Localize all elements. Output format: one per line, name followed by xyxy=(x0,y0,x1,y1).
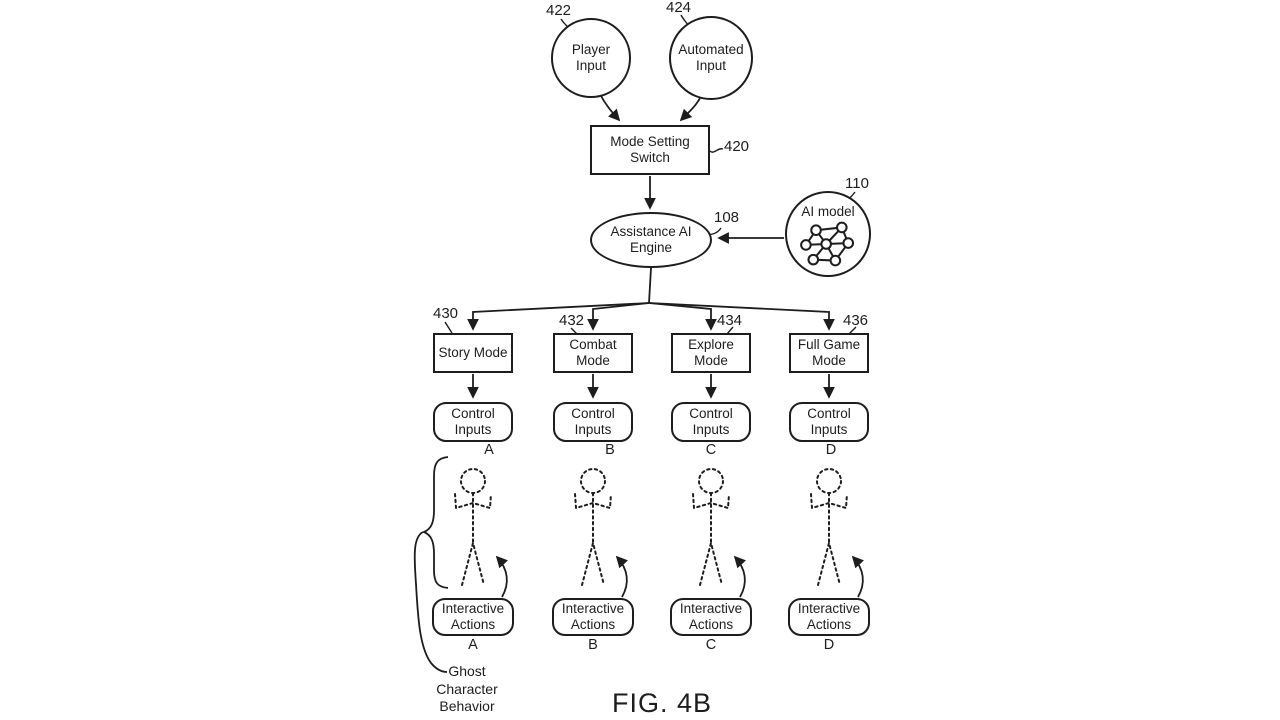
node-ai-model: AI model xyxy=(785,191,871,277)
arrow-actions-a-to-figure xyxy=(495,555,509,598)
ref-108: 108 xyxy=(714,209,740,226)
interactive-actions-a-letter: A xyxy=(468,637,478,653)
arrow-automated-to-switch xyxy=(679,95,702,122)
arrow-engine-to-fullgame xyxy=(648,302,835,331)
control-inputs-b-letter: B xyxy=(605,442,615,458)
ref-430: 430 xyxy=(433,305,459,322)
interactive-actions-b-label: Interactive Actions xyxy=(561,600,625,632)
ref-436: 436 xyxy=(843,312,869,329)
node-control-inputs-d: Control Inputs xyxy=(789,402,869,442)
arrow-actions-c-to-figure xyxy=(733,555,747,598)
interactive-actions-d-label: Interactive Actions xyxy=(797,600,861,632)
ref-424: 424 xyxy=(666,0,692,16)
automated-input-label: Automated Input xyxy=(678,41,744,73)
figure-caption: FIG. 4B xyxy=(612,688,713,718)
combat-mode-label: Combat Mode xyxy=(569,336,617,368)
node-interactive-actions-a: Interactive Actions xyxy=(432,598,514,636)
control-inputs-b-label: Control Inputs xyxy=(571,405,615,437)
ref-422: 422 xyxy=(546,2,572,19)
ai-model-label: AI model xyxy=(801,204,855,219)
arrow-player-to-switch xyxy=(599,93,621,122)
interactive-actions-a-label: Interactive Actions xyxy=(441,600,505,632)
node-control-inputs-a: Control Inputs xyxy=(433,402,513,442)
ref-434: 434 xyxy=(717,312,743,329)
ghost-behavior-brace xyxy=(421,456,449,589)
arrow-actions-d-to-figure xyxy=(851,555,865,598)
interactive-actions-b-letter: B xyxy=(588,637,598,653)
node-interactive-actions-c: Interactive Actions xyxy=(670,598,752,636)
ghost-character-behavior-label: Ghost Character Behavior xyxy=(436,663,498,714)
node-interactive-actions-d: Interactive Actions xyxy=(788,598,870,636)
leader-436 xyxy=(848,326,857,335)
ghost-stick-figure-b xyxy=(574,468,612,586)
control-inputs-c-letter: C xyxy=(705,442,717,458)
ref-110: 110 xyxy=(845,175,869,192)
ghost-stick-figure-a xyxy=(454,468,492,586)
player-input-label: Player Input xyxy=(571,41,611,73)
node-mode-setting-switch: Mode Setting Switch xyxy=(590,125,710,175)
control-inputs-a-label: Control Inputs xyxy=(451,405,495,437)
node-interactive-actions-b: Interactive Actions xyxy=(552,598,634,636)
full-game-mode-label: Full Game Mode xyxy=(797,336,861,368)
node-control-inputs-c: Control Inputs xyxy=(671,402,751,442)
line-engine-fanout-stem xyxy=(648,267,652,304)
interactive-actions-c-letter: C xyxy=(705,637,717,653)
control-inputs-c-label: Control Inputs xyxy=(689,405,733,437)
leader-430 xyxy=(444,321,453,334)
ref-420: 420 xyxy=(724,138,750,155)
arrow-engine-to-combat xyxy=(587,302,650,331)
node-combat-mode: Combat Mode xyxy=(553,333,633,373)
node-automated-input: Automated Input xyxy=(669,16,753,100)
node-player-input: Player Input xyxy=(551,18,631,98)
node-explore-mode: Explore Mode xyxy=(671,333,751,373)
control-inputs-a-letter: A xyxy=(484,442,494,458)
interactive-actions-d-letter: D xyxy=(823,637,835,653)
story-mode-label: Story Mode xyxy=(438,344,508,360)
control-inputs-d-letter: D xyxy=(825,442,837,458)
node-story-mode: Story Mode xyxy=(433,333,513,373)
neural-network-icon xyxy=(800,222,855,267)
ghost-stick-figure-d xyxy=(810,468,848,586)
mode-setting-switch-label: Mode Setting Switch xyxy=(610,133,690,165)
leader-434 xyxy=(726,326,734,335)
explore-mode-label: Explore Mode xyxy=(688,336,734,368)
arrow-engine-to-explore xyxy=(648,302,717,331)
control-inputs-d-label: Control Inputs xyxy=(807,405,851,437)
arrow-actions-b-to-figure xyxy=(615,555,629,598)
node-assistance-ai-engine: Assistance AI Engine xyxy=(590,212,712,268)
assistance-ai-engine-label: Assistance AI Engine xyxy=(610,223,692,255)
ghost-behavior-leader-curve xyxy=(413,531,448,673)
interactive-actions-c-label: Interactive Actions xyxy=(679,600,743,632)
node-control-inputs-b: Control Inputs xyxy=(553,402,633,442)
node-full-game-mode: Full Game Mode xyxy=(789,333,869,373)
ghost-stick-figure-c xyxy=(692,468,730,586)
arrow-engine-to-story xyxy=(467,302,650,331)
leader-420 xyxy=(709,147,724,153)
ref-432: 432 xyxy=(559,312,585,329)
